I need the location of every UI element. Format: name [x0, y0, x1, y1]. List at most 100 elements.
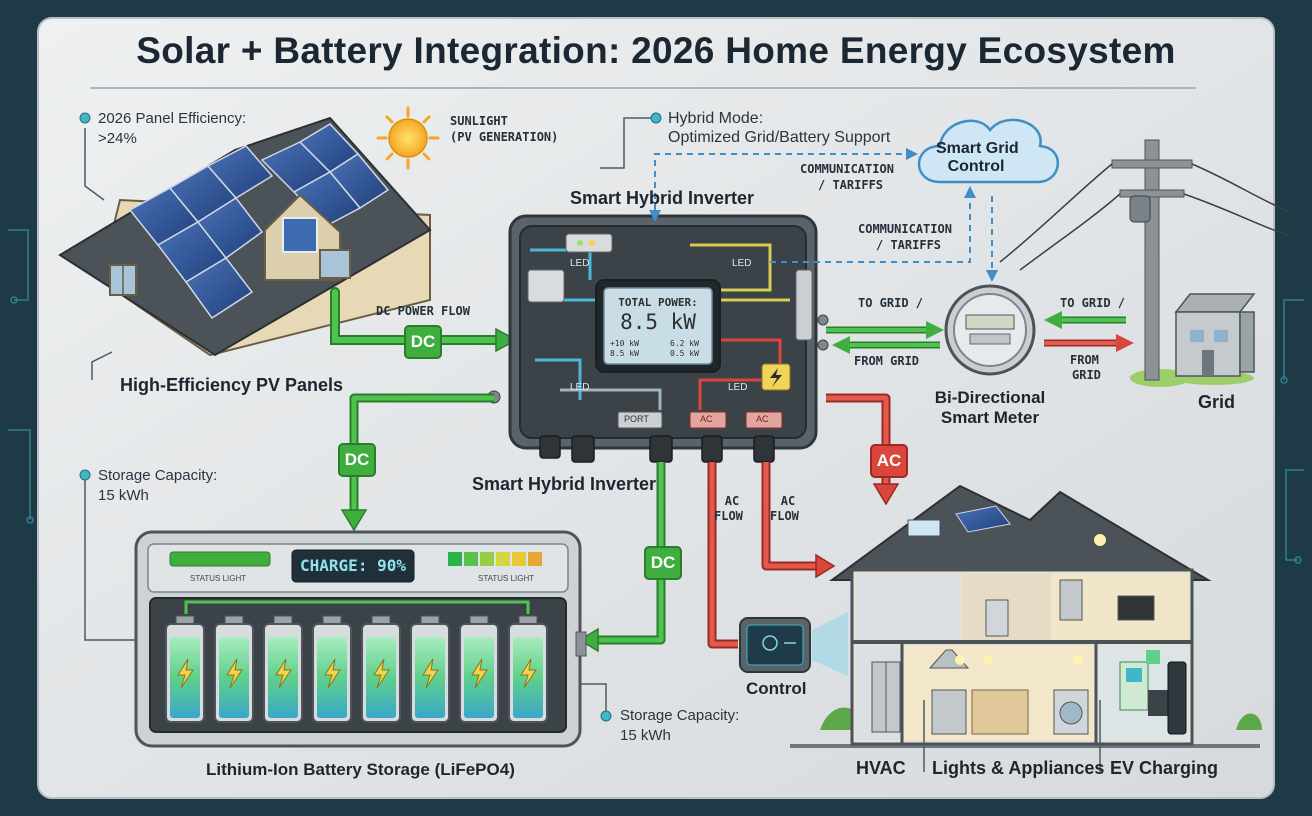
ev-charger-icon — [1167, 661, 1187, 735]
ac-arrow — [872, 483, 900, 506]
battery-cell — [508, 615, 548, 723]
hybrid-mode-label: Hybrid Mode: — [668, 110, 764, 127]
control-signal-icon — [812, 612, 848, 676]
grid-flow-right — [1044, 311, 1134, 352]
storage-capacity-value-top: 15 kWh — [98, 487, 149, 504]
battery-cell — [214, 615, 254, 723]
bolt-icon — [373, 658, 390, 689]
utility-pole — [999, 139, 1291, 387]
meter-sublabel: Smart Meter — [940, 408, 1040, 427]
ac-arrow — [815, 553, 836, 579]
control-panel — [739, 612, 848, 676]
communication-lines — [654, 153, 993, 272]
inverter-title-bottom: Smart Hybrid Inverter — [472, 474, 657, 494]
bolt-icon — [324, 658, 341, 689]
charge-display — [291, 549, 415, 583]
ac-tag: AC — [870, 444, 908, 478]
sunlight-label: SUNLIGHT — [450, 114, 508, 128]
ac-flow-sublabel-1: FLOW — [714, 509, 743, 523]
bolt-icon — [471, 658, 488, 689]
ac-port-label: AC — [700, 414, 713, 424]
inverter-title-top: Smart Hybrid Inverter — [570, 188, 755, 208]
battery-cell — [410, 615, 450, 723]
led-label: LED — [570, 258, 590, 269]
ac-flow-label-2: AC — [780, 494, 796, 508]
status-light-right-label: STATUS LIGHT — [478, 574, 535, 583]
from-grid-left-label: FROM GRID — [854, 354, 920, 368]
port-label: PORT — [624, 414, 649, 424]
sun-icon — [376, 106, 440, 170]
hybrid-inverter — [487, 214, 829, 463]
dc-power-flow-label: DC POWER FLOW — [376, 304, 470, 318]
home-cutaway — [790, 484, 1262, 748]
ac-port-label: AC — [756, 414, 769, 424]
communication-tariffs-label-2: COMMUNICATION — [858, 222, 952, 236]
communication-tariffs-sublabel-2: / TARIFFS — [876, 238, 942, 252]
ac-flow-label-1: AC — [724, 494, 740, 508]
battery-storage-label: Lithium-Ion Battery Storage (LiFePO4) — [206, 760, 515, 779]
annotation-dot — [650, 112, 662, 124]
smart-meter — [944, 284, 1036, 376]
load-dividers — [923, 700, 1101, 772]
battery-cell — [263, 615, 303, 723]
bolt-icon — [177, 658, 194, 689]
ac-flow-sublabel-2: FLOW — [770, 509, 799, 523]
battery-storage — [134, 530, 587, 748]
bolt-icon — [275, 658, 292, 689]
pv-panels-label: High-Efficiency PV Panels — [120, 375, 344, 395]
communication-tariffs-label-1: COMMUNICATION — [800, 162, 894, 176]
battery-cells — [165, 615, 548, 723]
panel-efficiency-value: >24% — [98, 130, 137, 147]
status-bar-right — [448, 552, 542, 566]
pv-panel-array — [128, 123, 390, 320]
battery-cell — [312, 615, 352, 723]
annotation-dot — [79, 469, 91, 481]
battery-cell — [459, 615, 499, 723]
panel-efficiency-label: 2026 Panel Efficiency: — [98, 110, 247, 127]
thermostat-icon — [762, 635, 778, 651]
grid-building-icon — [1174, 293, 1256, 385]
tv-icon — [1117, 595, 1155, 621]
smart-grid-label: Smart Grid — [936, 140, 1019, 157]
storage-capacity-label-bottom: Storage Capacity: — [620, 707, 740, 724]
dc-flow-pv-arrow — [495, 327, 518, 353]
bolt-icon — [226, 658, 243, 689]
status-light-left-label: STATUS LIGHT — [190, 574, 247, 583]
bolt-icon — [520, 658, 537, 689]
storage-capacity-value-bottom: 15 kWh — [620, 727, 671, 744]
communication-tariffs-sublabel-1: / TARIFFS — [818, 178, 884, 192]
annotation-lines — [84, 117, 656, 712]
load-label-ev-charging: EV Charging — [1110, 758, 1219, 778]
dc-tag-battery-left: DC — [338, 443, 376, 477]
status-bar-left — [169, 551, 271, 567]
battery-charge-text: CHARGE: 90% — [300, 556, 406, 575]
smart-grid-cloud — [917, 118, 1059, 184]
led-label: LED — [732, 258, 752, 269]
led-label: LED — [728, 382, 748, 393]
to-grid-right-label: TO GRID / — [1060, 296, 1126, 310]
sunlight-sublabel: (PV GENERATION) — [450, 130, 559, 144]
from-grid-right-sublabel: GRID — [1072, 368, 1101, 382]
pv-house — [58, 116, 432, 357]
inverter-display-sub-left: +10 kW 8.5 kW — [610, 339, 639, 358]
meter-label: Bi-Directional — [934, 388, 1046, 407]
stove-icon — [931, 689, 967, 735]
storage-capacity-label-top: Storage Capacity: — [98, 467, 218, 484]
grid-label: Grid — [1198, 392, 1236, 412]
battery-cell — [361, 615, 401, 723]
smart-grid-sublabel: Control — [947, 158, 1005, 175]
circuit-decoration — [8, 229, 1304, 564]
port-block — [617, 411, 663, 429]
inverter-display-sub-right: 6.2 kW 0.5 kW — [670, 339, 699, 358]
inverter-chart-icon — [527, 269, 565, 303]
inverter-display-value: 8.5 kW — [620, 310, 696, 334]
to-grid-left-label: TO GRID / — [858, 296, 924, 310]
bolt-icon — [422, 658, 439, 689]
led-label: LED — [570, 382, 590, 393]
hybrid-mode-description: Optimized Grid/Battery Support — [668, 129, 891, 146]
inverter-display — [603, 287, 713, 365]
battery-cell — [165, 615, 205, 723]
inverter-display-label: TOTAL POWER: — [618, 296, 698, 309]
dc-tag-battery-right: DC — [644, 546, 682, 580]
